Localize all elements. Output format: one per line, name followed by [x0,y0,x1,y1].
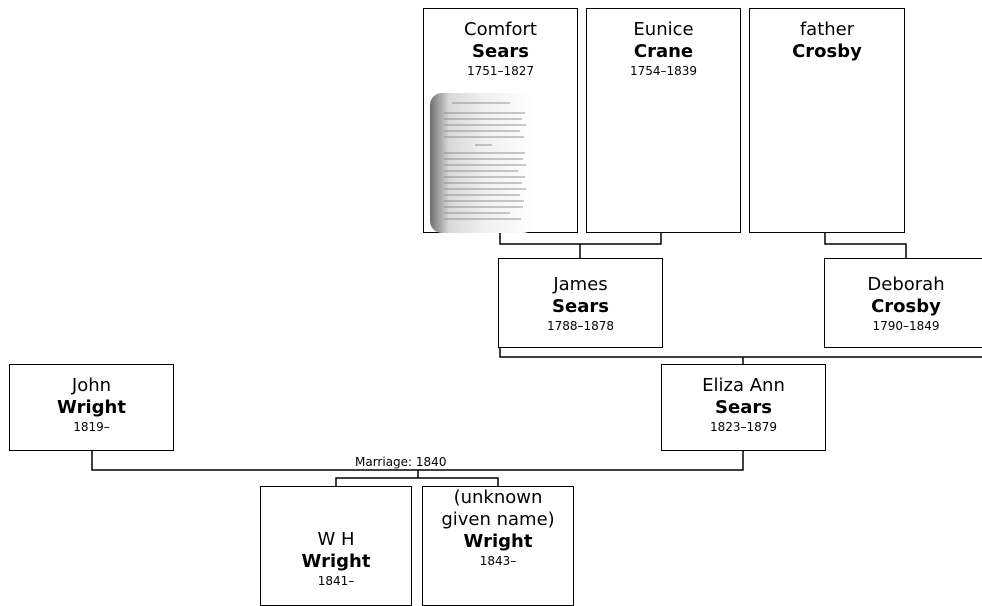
surname: Wright [57,397,126,418]
life-dates: 1841– [317,574,355,588]
given-name-line-2: given name) [441,509,555,530]
given-name: Comfort [464,19,537,40]
given-name: Eunice [633,19,694,40]
given-name: Eliza Ann [702,375,785,396]
surname: Sears [472,41,529,62]
connector-james-deborah [499,347,982,358]
person-card-deborah-crosby[interactable]: Deborah Crosby 1790–1849 [824,258,982,348]
document-thumbnail[interactable] [430,93,535,233]
connector-comfort-eunice [499,232,662,245]
given-name: John [71,375,112,396]
life-dates: 1751–1827 [466,64,535,78]
life-dates: 1788–1878 [546,319,615,333]
scanned-page-icon [430,93,535,233]
given-name: father [799,19,855,40]
surname: Wright [301,551,371,572]
person-card-comfort-sears[interactable]: Comfort Sears 1751–1827 [423,8,578,233]
person-card-eliza-ann-sears[interactable]: Eliza Ann Sears 1823–1879 [661,364,826,451]
given-name: W H [317,529,355,550]
life-dates: 1790–1849 [872,319,940,333]
person-card-father-crosby[interactable]: father Crosby [749,8,905,233]
surname: Crosby [792,41,862,62]
surname: Crosby [871,296,941,317]
life-dates: 1819– [73,420,110,434]
person-card-unknown-wright[interactable]: (unknown given name) Wright 1843– [422,486,574,606]
life-dates: 1823–1879 [709,420,778,434]
person-card-w-h-wright[interactable]: W H Wright 1841– [260,486,412,606]
person-card-eunice-crane[interactable]: Eunice Crane 1754–1839 [586,8,741,233]
surname: Sears [715,397,772,418]
given-name: Deborah [867,274,945,295]
surname: Wright [463,531,533,552]
surname: Crane [633,41,694,62]
given-name-line-1: (unknown [453,487,543,508]
connector-father-crosby [824,232,907,258]
person-card-john-wright[interactable]: John Wright 1819– [9,364,174,451]
marriage-label: Marriage: 1840 [353,455,449,469]
given-name: James [553,274,608,295]
surname: Sears [552,296,609,317]
life-dates: 1843– [479,554,517,568]
person-card-james-sears[interactable]: James Sears 1788–1878 [498,258,663,348]
connector-children [335,477,499,486]
life-dates: 1754–1839 [629,64,698,78]
